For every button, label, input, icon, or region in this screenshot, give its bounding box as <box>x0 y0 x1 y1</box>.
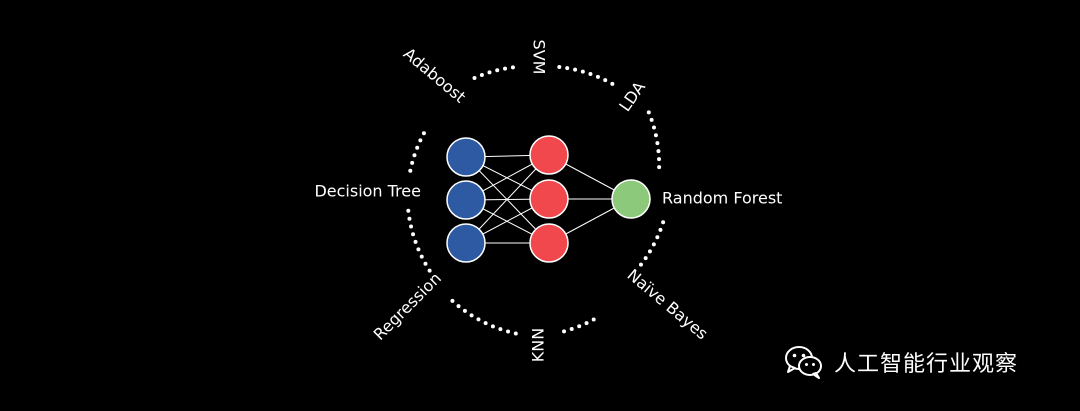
input-node <box>446 180 486 220</box>
hidden-node <box>529 223 569 263</box>
ring-arc-dtree-adaboost <box>408 127 429 173</box>
label-regression: Regression <box>370 269 445 344</box>
label-naive-bayes: Naïve Bayes <box>624 265 712 343</box>
ring-arc-rf-naive <box>636 220 666 271</box>
input-hidden-connection <box>465 154 550 244</box>
network-nodes <box>446 135 651 263</box>
wechat-icon <box>785 346 822 379</box>
output-node <box>611 179 651 219</box>
ring-arc-regression-dtree <box>406 207 432 273</box>
label-adaboost: Adaboost <box>400 44 470 107</box>
ring-arc-lda-rf <box>646 110 662 174</box>
watermark-text: 人工智能行业观察 <box>834 352 1019 377</box>
label-svm: SVM <box>530 40 549 75</box>
label-lda: LDA <box>615 78 649 115</box>
input-node <box>446 223 486 263</box>
ring-arc-naive-knn <box>554 317 596 336</box>
hidden-node <box>529 135 569 175</box>
dotted-ring <box>406 64 666 336</box>
ring-arc-adaboost-svm <box>472 64 521 80</box>
label-knn: KNN <box>529 328 548 362</box>
label-random-forest: Random Forest <box>662 189 782 208</box>
hidden-node <box>529 179 569 219</box>
label-decision-tree: Decision Tree <box>314 182 421 201</box>
input-node <box>446 137 486 177</box>
ring-arc-knn-regression <box>450 298 518 336</box>
ring-arc-svm-lda <box>557 65 616 87</box>
watermark: 人工智能行业观察 <box>784 342 1018 382</box>
